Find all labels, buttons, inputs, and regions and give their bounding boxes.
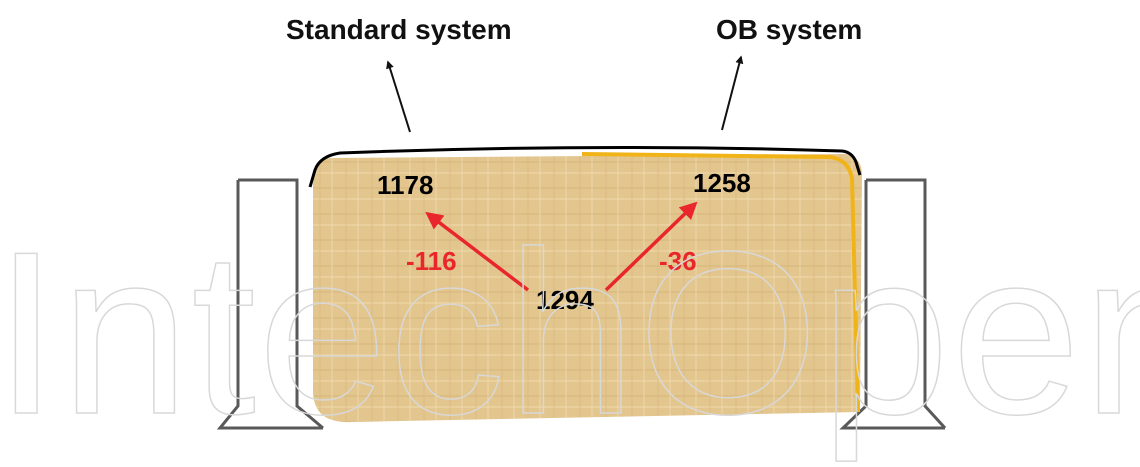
ob-change-arrow xyxy=(604,201,698,292)
ob-value: 1258 xyxy=(693,168,751,198)
right-frame xyxy=(839,178,947,430)
ob-fiber-line xyxy=(581,152,860,413)
standard-change-arrow xyxy=(425,211,530,292)
left-frame xyxy=(216,178,324,430)
ob-system-label: OB system xyxy=(716,14,863,45)
standard-delta: -116 xyxy=(406,246,457,276)
standard-leader-arrow xyxy=(386,60,411,133)
ob-leader-arrow xyxy=(721,55,744,131)
standard-value: 1178 xyxy=(377,170,434,200)
diagram-svg xyxy=(216,55,947,430)
standard-outline xyxy=(308,145,862,188)
ob-delta: -36 xyxy=(659,246,697,276)
standard-system-label: Standard system xyxy=(286,14,512,45)
center-value: 1294 xyxy=(536,285,594,315)
diagram-canvas: IntechOpen Standard system OB system 117… xyxy=(0,14,1140,464)
molded-body xyxy=(313,154,862,423)
watermark-logo: IntechOpen xyxy=(0,203,1140,464)
